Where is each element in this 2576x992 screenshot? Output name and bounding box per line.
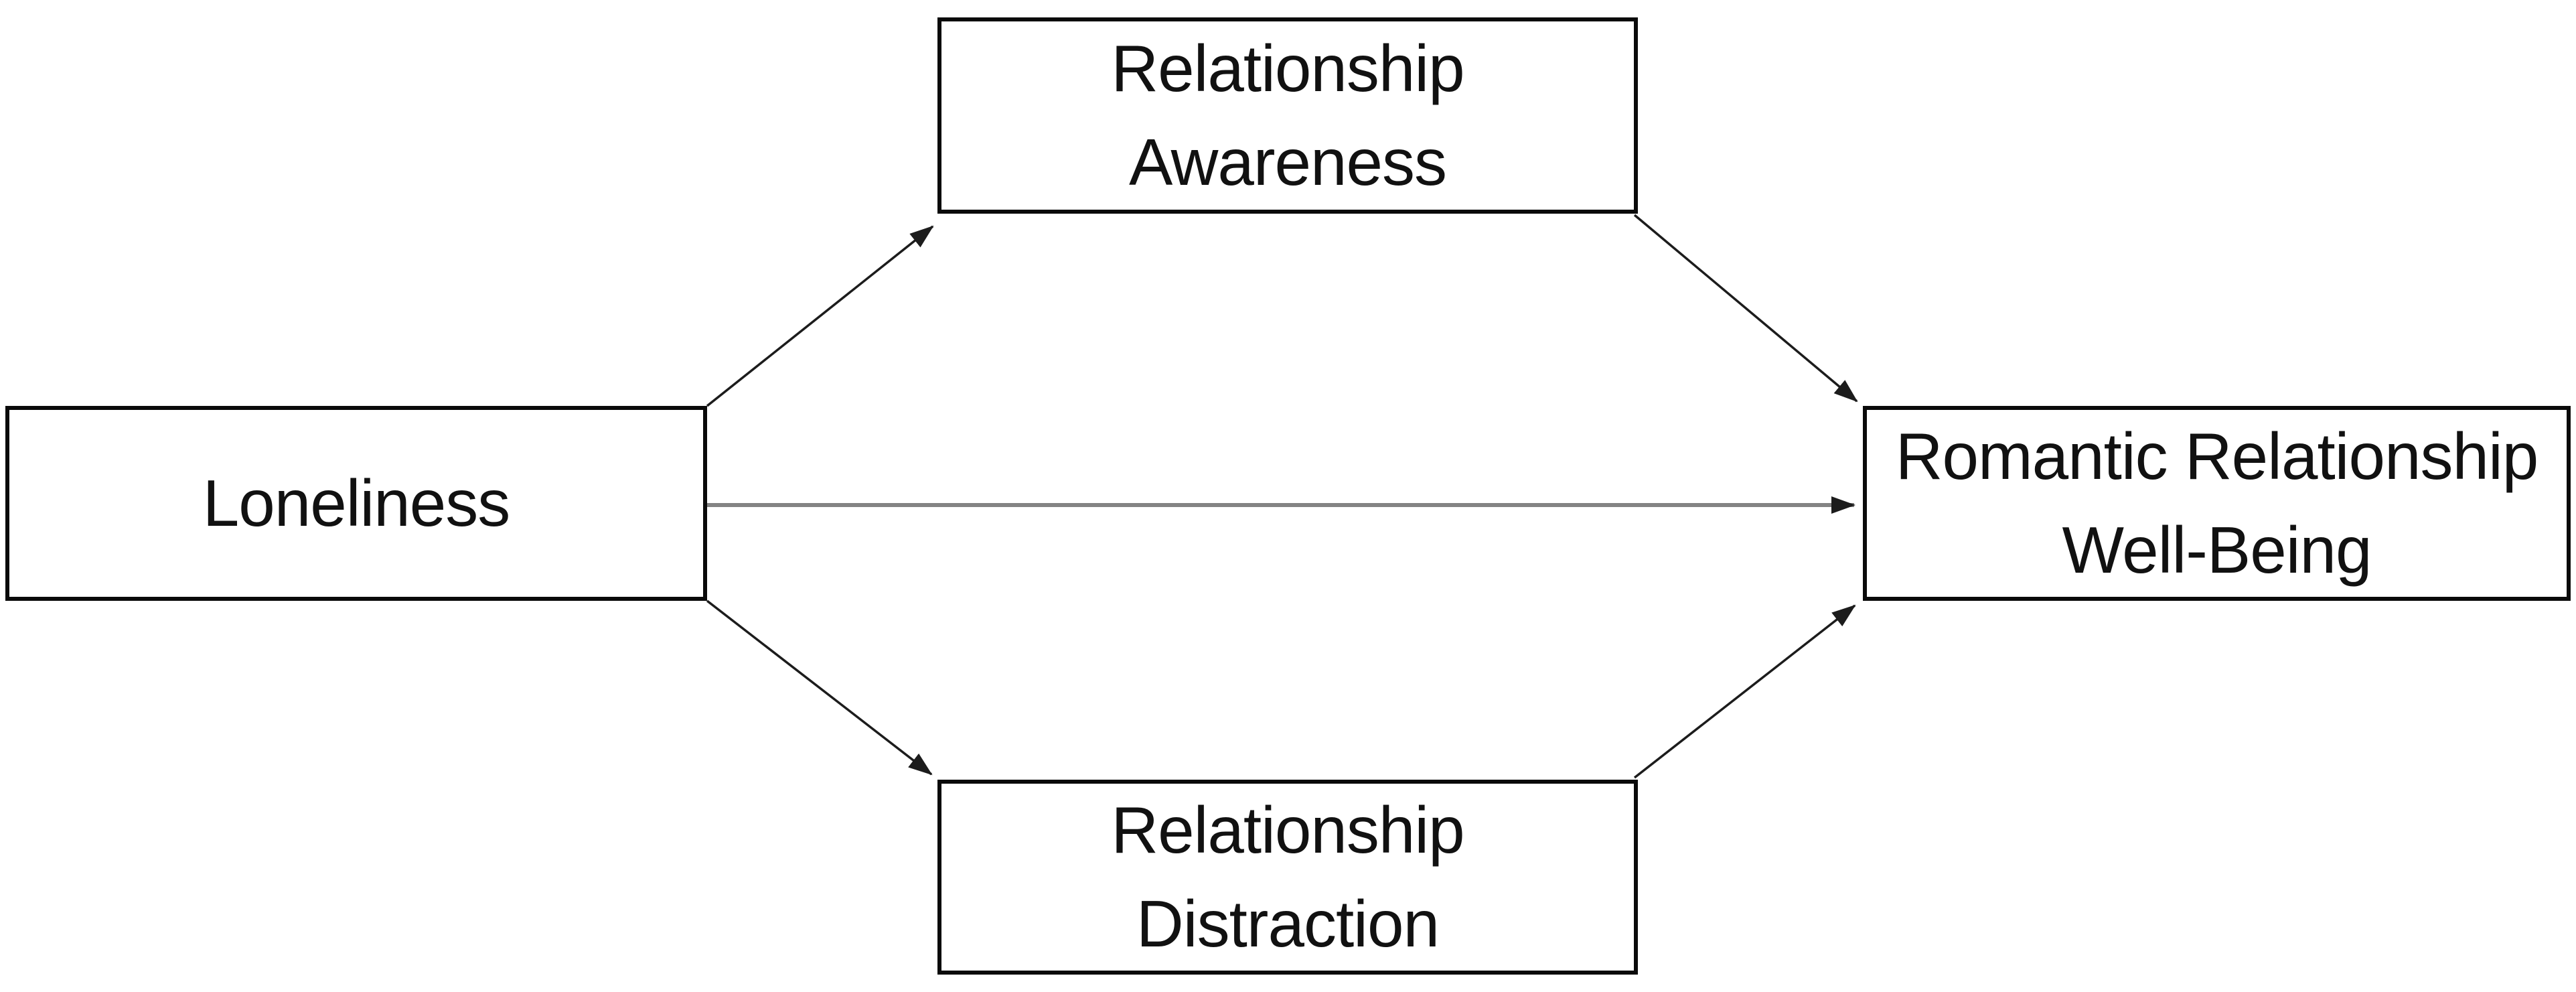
edge-loneliness-to-awareness [706, 225, 934, 407]
node-romantic-relationship-well-being: Romantic Relationship Well-Being [1863, 406, 2571, 601]
node-relationship-distraction-label: Relationship Distraction [1111, 793, 1464, 961]
edge-loneliness-to-distraction [706, 599, 933, 776]
node-romantic-relationship-well-being-label: Romantic Relationship Well-Being [1895, 419, 2539, 587]
edge-distraction-to-wellbeing [1633, 604, 1856, 779]
node-relationship-awareness: Relationship Awareness [937, 17, 1638, 214]
node-relationship-awareness-label: Relationship Awareness [1111, 31, 1464, 199]
node-loneliness: Loneliness [5, 406, 707, 601]
node-relationship-distraction: Relationship Distraction [937, 780, 1638, 975]
edge-awareness-to-wellbeing [1633, 214, 1858, 403]
node-loneliness-label: Loneliness [202, 466, 511, 540]
